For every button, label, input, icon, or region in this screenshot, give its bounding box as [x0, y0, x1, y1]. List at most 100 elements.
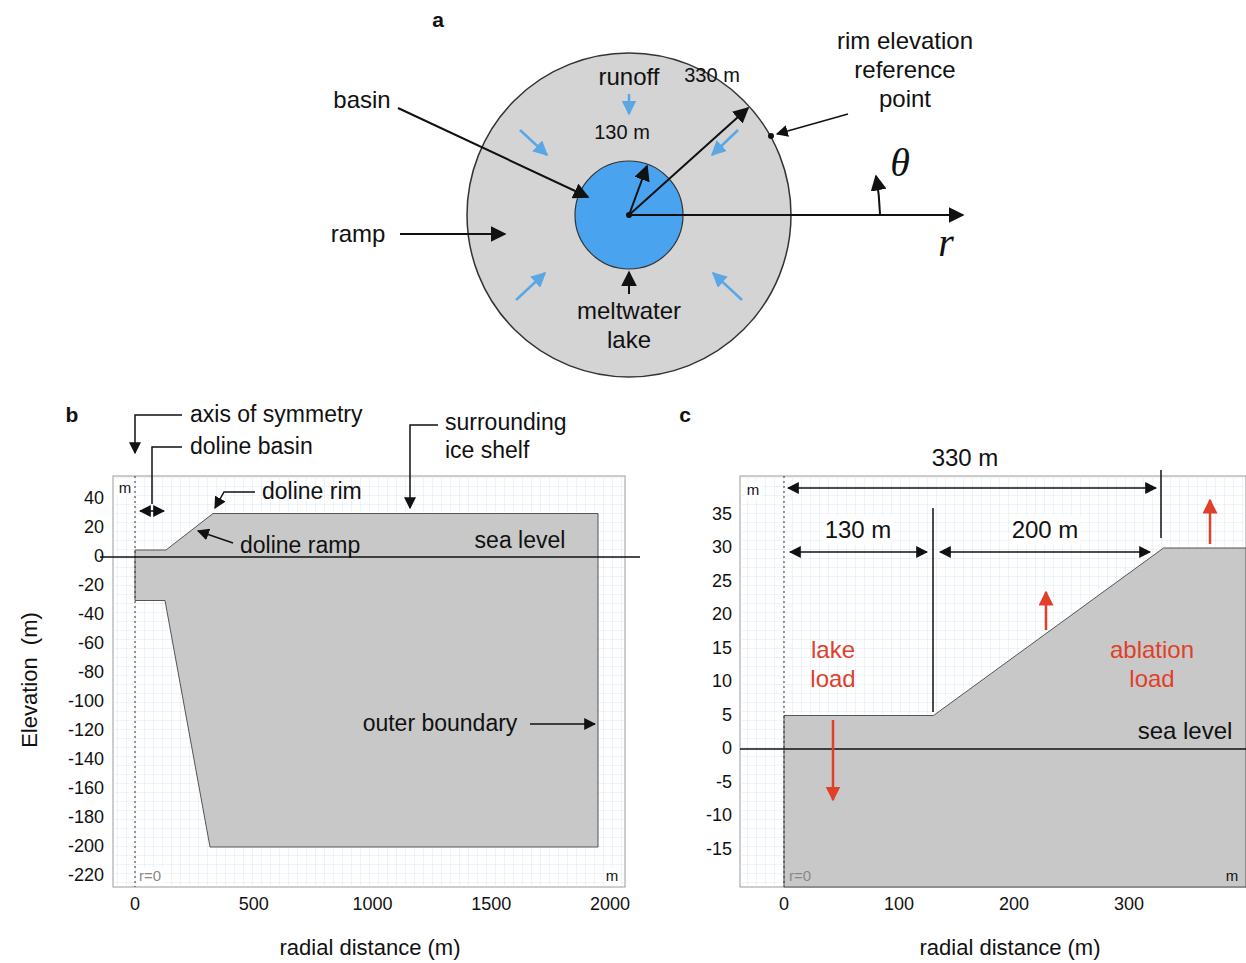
panel-letter: a — [432, 7, 444, 32]
tick-label: 0 — [779, 894, 789, 916]
annotation: runoff — [599, 63, 660, 92]
axis-symbol: r — [938, 219, 954, 267]
tick-label: 0 — [130, 894, 140, 916]
tick-label: 35 — [712, 504, 732, 526]
tick-label: -160 — [68, 778, 104, 800]
dimension: 330 m — [684, 63, 740, 87]
annotation: doline ramp — [240, 532, 360, 560]
axis-symbol: θ — [890, 139, 910, 187]
g-shape — [833, 500, 1210, 800]
load-label: ablation load — [1102, 636, 1202, 694]
g-shape — [516, 94, 742, 300]
annotation: axis of symmetry — [190, 401, 363, 429]
tick-label: -80 — [78, 662, 104, 684]
tick-label: 1000 — [352, 894, 392, 916]
line-shape — [1160, 470, 1162, 538]
tick-label: -15 — [706, 839, 732, 861]
line-shape — [932, 508, 934, 712]
path-shape — [876, 176, 880, 214]
line-shape — [628, 94, 631, 114]
panel-letter: c — [679, 402, 691, 427]
line-shape — [629, 166, 647, 215]
annotation: sea level — [1138, 717, 1233, 746]
tick-label: 20 — [84, 517, 104, 539]
rect-shape — [740, 476, 1246, 887]
unit-label: m — [604, 867, 621, 885]
tick-label: -220 — [68, 865, 104, 887]
unit-label: m — [1226, 867, 1239, 885]
load-label: lake load — [798, 636, 868, 694]
line-shape — [629, 214, 963, 216]
axis-title: radial distance (m) — [920, 935, 1101, 961]
dimension: 330 m — [930, 444, 1001, 473]
tick-label: 500 — [239, 894, 269, 916]
path-shape — [784, 548, 1246, 887]
tick-label: 25 — [712, 571, 732, 593]
tick-label: 1500 — [471, 894, 511, 916]
polyline-shape — [410, 425, 438, 508]
tick-label: 15 — [712, 638, 732, 660]
annotation: surrounding ice shelf — [445, 409, 585, 464]
path-shape — [135, 514, 598, 848]
annotation: sea level — [475, 527, 566, 555]
annotation: outer boundary — [363, 710, 518, 738]
line-shape — [777, 114, 848, 134]
line-shape — [140, 510, 164, 512]
panel-letter: b — [66, 402, 79, 427]
circle-shape — [768, 133, 774, 139]
dimension: 130 m — [594, 120, 650, 144]
unit-label: m — [117, 479, 134, 497]
rect-shape — [113, 476, 625, 887]
line-shape — [400, 233, 505, 235]
line-shape — [398, 108, 588, 197]
tick-label: 20 — [712, 604, 732, 626]
line-shape — [530, 723, 595, 725]
annotation: ramp — [331, 220, 386, 249]
g-shape — [788, 470, 1161, 712]
line-shape — [1209, 500, 1212, 544]
tick-label: 200 — [999, 894, 1029, 916]
line-shape — [790, 551, 927, 553]
tick-label: -200 — [68, 836, 104, 858]
line-shape — [516, 273, 545, 300]
polyline-shape — [152, 447, 182, 504]
dimension: 130 m — [823, 516, 894, 545]
annotation: rim elevation reference point — [828, 27, 983, 113]
line-shape — [628, 272, 630, 294]
panel-b — [100, 415, 640, 887]
axis-title: Elevation (m) — [17, 612, 43, 748]
panel-c — [740, 470, 1246, 887]
tick-label: -140 — [68, 749, 104, 771]
dimension: 200 m — [1010, 516, 1081, 545]
line-shape — [784, 476, 785, 887]
line-shape — [832, 720, 835, 800]
tick-label: 5 — [722, 705, 732, 727]
tick-label: 300 — [1114, 894, 1144, 916]
line-shape — [1045, 592, 1048, 630]
annotation: doline basin — [190, 433, 313, 461]
unit-label: m — [745, 481, 762, 499]
rect-shape — [113, 476, 625, 887]
tick-label: -100 — [68, 691, 104, 713]
tick-label: -40 — [78, 604, 104, 626]
polyline-shape — [215, 492, 255, 508]
annotation: meltwater lake — [569, 297, 689, 355]
tick-label: -60 — [78, 633, 104, 655]
tick-label: 30 — [712, 537, 732, 559]
axis-marker: r=0 — [789, 867, 811, 885]
line-shape — [713, 273, 742, 300]
tick-label: 10 — [712, 671, 732, 693]
line-shape — [135, 476, 136, 887]
panel-a — [398, 53, 963, 377]
line-shape — [198, 531, 233, 543]
line-shape — [520, 130, 547, 155]
tick-label: -5 — [716, 772, 732, 794]
tick-label: 2000 — [590, 894, 630, 916]
tick-label: -180 — [68, 807, 104, 829]
tick-label: 0 — [94, 546, 104, 568]
tick-label: 0 — [722, 738, 732, 760]
tick-label: 40 — [84, 488, 104, 510]
line-shape — [712, 130, 738, 155]
annotation: doline rim — [262, 478, 362, 506]
annotation: basin — [333, 86, 390, 115]
